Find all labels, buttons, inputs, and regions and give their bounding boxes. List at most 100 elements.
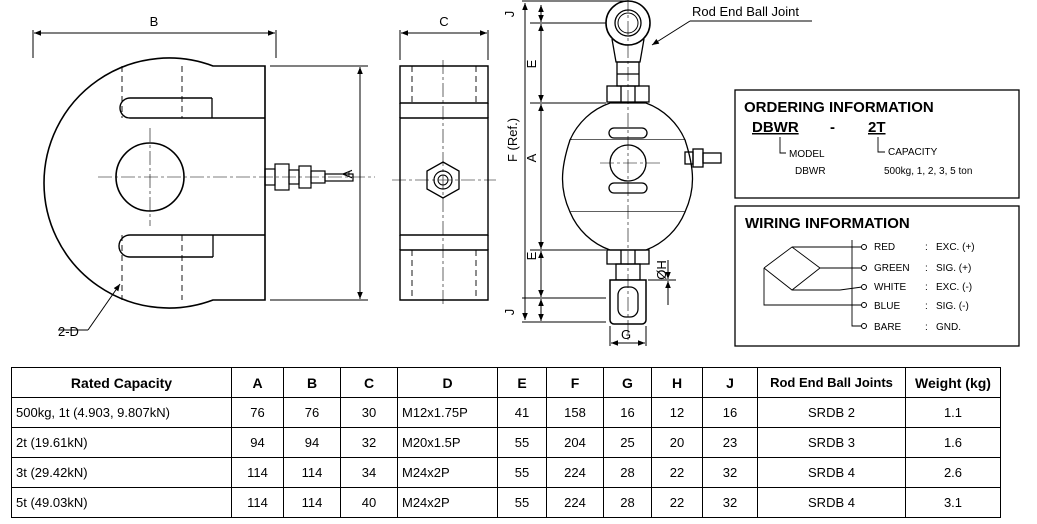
assembly-dimensions (522, 0, 676, 346)
ordering-code-cap: 2T (868, 119, 886, 136)
label-e-top: E (524, 59, 539, 68)
table-cell: 55 (497, 487, 547, 518)
table-cell: SRDB 3 (757, 427, 906, 458)
table-cell: 94 (231, 427, 284, 458)
ordering-cap-value: 500kg, 1, 2, 3, 5 ton (884, 166, 972, 177)
ordering-model-label: MODEL (789, 149, 825, 160)
load-cell-body (43, 57, 266, 309)
table-cell: 55 (497, 427, 547, 458)
table-cell: 41 (497, 397, 547, 428)
table-cell: 1.6 (905, 427, 1001, 458)
dimension-c (399, 30, 489, 60)
assembly-view (561, 0, 722, 340)
header-g: G (603, 367, 652, 398)
table-cell: 500kg, 1t (4.903, 9.807kN) (11, 397, 232, 428)
ordering-title: ORDERING INFORMATION (744, 99, 934, 116)
table-cell: 76 (231, 397, 284, 428)
table-header-row: Rated Capacity A B C D E F G H J Rod End… (11, 367, 1001, 398)
wire-red-color: RED (874, 242, 895, 253)
table-cell: 28 (603, 457, 652, 488)
label-h: ØH (654, 260, 669, 280)
table-cell: 114 (283, 457, 341, 488)
wire-white-color: WHITE (874, 282, 907, 293)
header-rated-capacity: Rated Capacity (11, 367, 232, 398)
table-cell: M20x1.5P (397, 427, 498, 458)
table-cell: 76 (283, 397, 341, 428)
ordering-code-model: DBWR (752, 119, 799, 136)
dimension-a-front (270, 65, 368, 301)
header-c: C (340, 367, 398, 398)
table-cell: M24x2P (397, 457, 498, 488)
table-row: 500kg, 1t (4.903, 9.807kN) 76 76 30 M12x… (11, 397, 1001, 428)
table-cell: 32 (702, 457, 758, 488)
side-view (392, 60, 496, 306)
ordering-cap-label: CAPACITY (888, 147, 938, 158)
table-cell: 22 (651, 487, 703, 518)
ordering-info-box: ORDERING INFORMATION DBWR - 2T MODEL DBW… (734, 89, 1020, 199)
wire-bare-color: BARE (874, 322, 902, 333)
upper-slot (119, 97, 265, 119)
wire-green-color: GREEN (874, 263, 910, 274)
table-cell: 25 (603, 427, 652, 458)
lower-slot (118, 234, 265, 258)
label-a-front: A (340, 169, 355, 178)
table-row: 3t (29.42kN) 114 114 34 M24x2P 55 224 28… (11, 457, 1001, 488)
table-row: 2t (19.61kN) 94 94 32 M20x1.5P 55 204 25… (11, 427, 1001, 458)
table-cell: 30 (340, 397, 398, 428)
table-row: 5t (49.03kN) 114 114 40 M24x2P 55 224 28… (11, 487, 1001, 518)
table-cell: 3.1 (905, 487, 1001, 518)
table-cell: 32 (340, 427, 398, 458)
wheatstone-bridge (763, 240, 863, 327)
header-d: D (397, 367, 498, 398)
label-f-ref: F (Ref.) (505, 118, 520, 162)
wire-blue-color: BLUE (874, 301, 900, 312)
table-cell: 224 (546, 457, 604, 488)
table-cell: 16 (603, 397, 652, 428)
table-cell: 204 (546, 427, 604, 458)
table-cell: 94 (283, 427, 341, 458)
wire-white-sep: : (925, 282, 928, 293)
table-cell: 2t (19.61kN) (11, 427, 232, 458)
table-cell: 40 (340, 487, 398, 518)
wire-white-signal: EXC. (-) (936, 282, 972, 293)
label-a-assembly: A (524, 153, 539, 162)
ordering-dash: - (830, 119, 835, 136)
table-cell: 114 (231, 457, 284, 488)
label-2d: 2-D (58, 324, 79, 339)
table-cell: M24x2P (397, 487, 498, 518)
wire-red-signal: EXC. (+) (936, 242, 975, 253)
table-cell: 55 (497, 457, 547, 488)
header-f: F (546, 367, 604, 398)
header-b: B (283, 367, 341, 398)
wire-green-signal: SIG. (+) (936, 263, 971, 274)
dimension-b (32, 30, 277, 58)
table-cell: M12x1.75P (397, 397, 498, 428)
wire-bare-sep: : (925, 322, 928, 333)
table-cell: 32 (702, 487, 758, 518)
technical-drawing: B A 2-D (32, 0, 1020, 347)
table-cell: 16 (702, 397, 758, 428)
table-cell: SRDB 2 (757, 397, 906, 428)
label-c: C (439, 14, 448, 29)
header-j: J (702, 367, 758, 398)
table-cell: SRDB 4 (757, 457, 906, 488)
header-rod-end: Rod End Ball Joints (757, 367, 906, 398)
table-cell: 1.1 (905, 397, 1001, 428)
table-cell: 12 (651, 397, 703, 428)
table-cell: 23 (702, 427, 758, 458)
header-weight: Weight (kg) (905, 367, 1001, 398)
table-cell: 5t (49.03kN) (11, 487, 232, 518)
wire-bare-signal: GND. (936, 322, 961, 333)
wiring-title: WIRING INFORMATION (745, 215, 910, 232)
label-b: B (150, 14, 159, 29)
label-j-top: J (502, 11, 517, 18)
label-e-bottom: E (524, 251, 539, 260)
table-cell: 2.6 (905, 457, 1001, 488)
wire-blue-sep: : (925, 301, 928, 312)
header-e: E (497, 367, 547, 398)
label-rod-end: Rod End Ball Joint (692, 4, 799, 19)
wire-green-sep: : (925, 263, 928, 274)
table-cell: 158 (546, 397, 604, 428)
table-cell: 224 (546, 487, 604, 518)
wire-blue-signal: SIG. (-) (936, 301, 969, 312)
